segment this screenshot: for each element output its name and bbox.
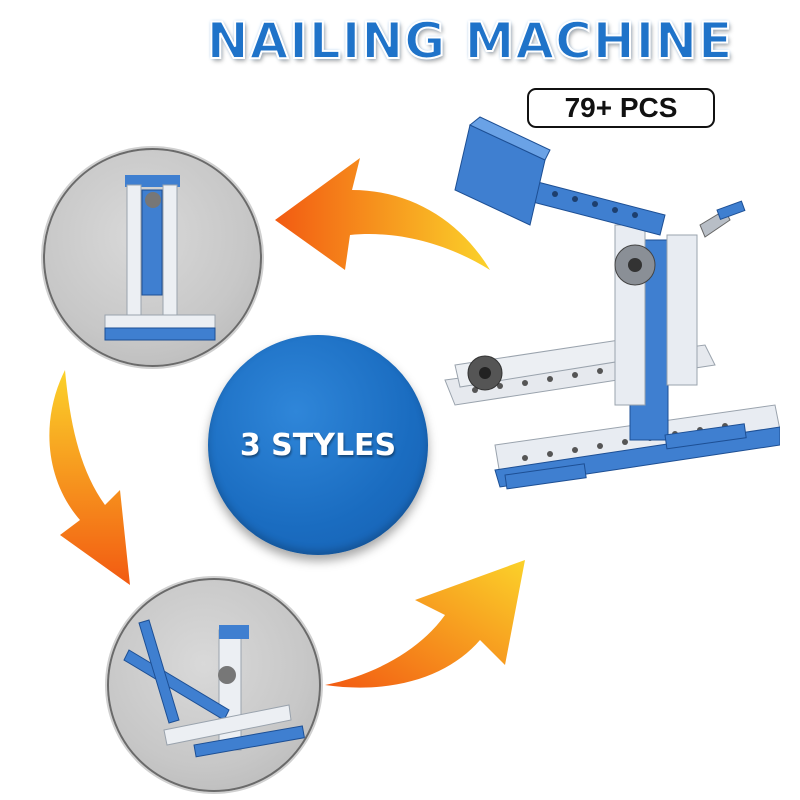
lever-model-image: [123, 619, 305, 758]
style-preview-lever: [107, 578, 321, 792]
arrow-to-main-icon: [325, 560, 525, 688]
arrow-to-bottom-icon: [49, 370, 130, 585]
gear-part: [467, 355, 503, 391]
styles-count-disc: 3 STYLES: [208, 335, 428, 555]
styles-count-label: 3 STYLES: [239, 427, 397, 463]
arrow-to-top-icon: [275, 158, 490, 270]
product-title: NAILING MACHINE: [206, 11, 734, 71]
style-preview-upright: [43, 148, 262, 367]
upright-model-image: [104, 175, 216, 341]
piece-count-badge: 79+ PCS: [527, 88, 715, 128]
nailing-machine-image: [444, 116, 780, 490]
